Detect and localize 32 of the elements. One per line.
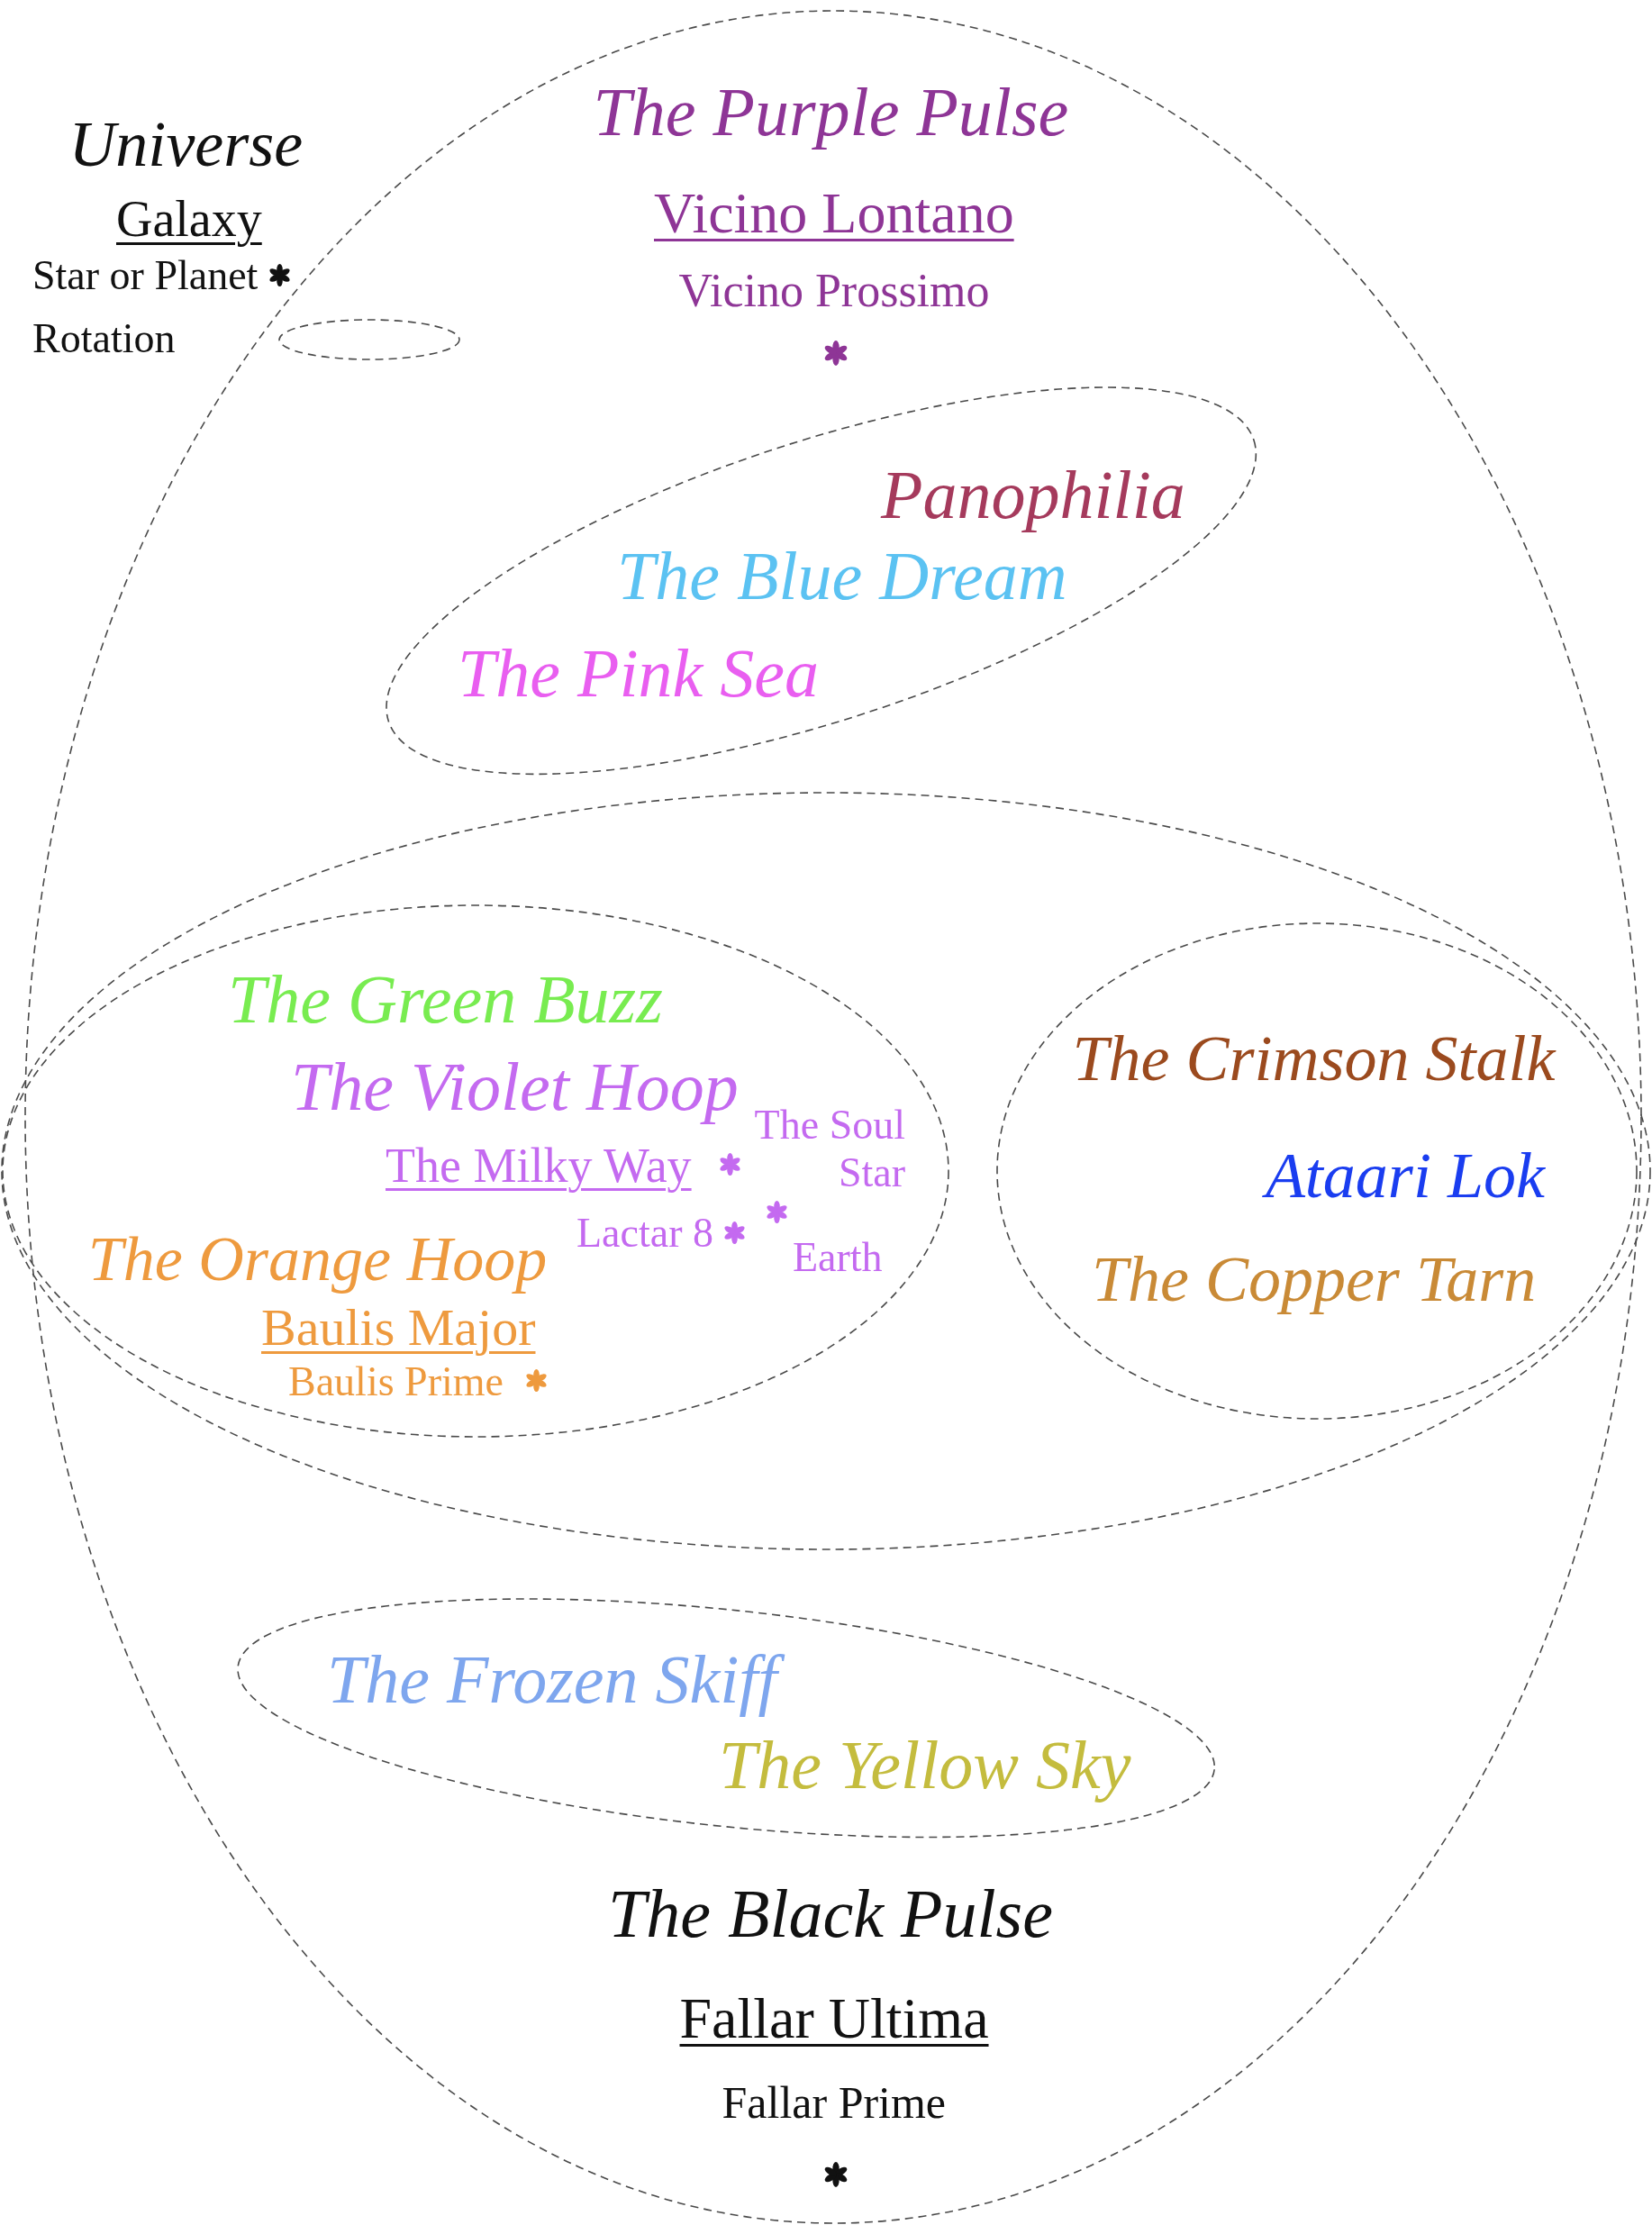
universe-label: The Purple Pulse	[592, 72, 1070, 151]
star-label: Fallar Prime	[722, 2077, 947, 2130]
universe-label: Panophilia	[879, 455, 1186, 534]
star-label: The Soul Star	[753, 1102, 905, 1197]
star-label: Vicino Prossimo	[678, 263, 990, 318]
legend-label: Galaxy	[116, 189, 262, 249]
galaxy-label: Fallar Ultima	[679, 1984, 989, 2052]
dashed-ellipse	[24, 10, 1642, 2224]
star-label: Earth	[793, 1234, 883, 1282]
universe-label: The Copper Tarn	[1090, 1242, 1538, 1318]
star-label: Lactar 8	[576, 1210, 713, 1258]
legend-label: Universe	[68, 107, 304, 183]
universe-label: The Pink Sea	[457, 633, 821, 713]
universe-label: The Frozen Skiff	[324, 1639, 787, 1720]
universe-label: The Black Pulse	[607, 1874, 1054, 1953]
legend-label: Star or Planet	[32, 252, 259, 300]
universe-label: The Green Buzz	[227, 959, 664, 1039]
dashed-ellipse	[2, 904, 949, 1438]
universe-label: The Orange Hoop	[86, 1223, 549, 1296]
dashed-ellipse	[386, 386, 1257, 776]
galaxy-label: Vicino Lontano	[654, 179, 1014, 247]
dashed-ellipse	[996, 922, 1638, 1420]
galaxy-label: Baulis Major	[261, 1298, 536, 1358]
universe-label: The Blue Dream	[616, 536, 1068, 615]
dashed-ellipse	[236, 1597, 1216, 1839]
universe-label: The Violet Hoop	[290, 1047, 740, 1126]
legend-label: Rotation	[32, 315, 176, 363]
universe-label: The Yellow Sky	[718, 1725, 1132, 1804]
universe-label: Ataari Lok	[1263, 1139, 1554, 1214]
star-label: Baulis Prime	[288, 1358, 504, 1406]
universe-label: The Crimson Stalk	[1071, 1022, 1557, 1097]
galaxy-label: The Milky Way	[386, 1137, 692, 1194]
